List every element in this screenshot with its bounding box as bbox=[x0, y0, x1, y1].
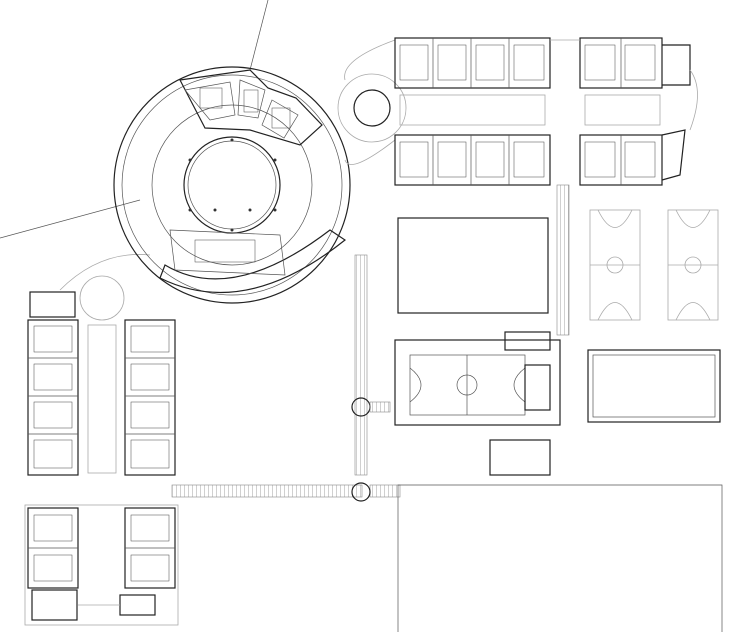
southwest-classroom-block bbox=[24, 504, 179, 626]
northeast-classroom-wing bbox=[394, 37, 698, 186]
basketball-court-1 bbox=[589, 209, 641, 321]
sports-fields bbox=[397, 209, 719, 321]
west-desks bbox=[33, 325, 170, 469]
ne-desks bbox=[399, 44, 656, 178]
west-classroom-wing bbox=[27, 291, 176, 476]
corridor-connectors bbox=[79, 39, 407, 321]
gymnasium bbox=[394, 331, 561, 476]
swimming-pool bbox=[587, 349, 721, 423]
circle-seating bbox=[194, 87, 291, 263]
basketball-court-2 bbox=[667, 209, 719, 321]
circular-classroom-building bbox=[113, 66, 351, 304]
column-dots bbox=[188, 138, 277, 232]
covered-walkways bbox=[171, 184, 570, 502]
site-access-lines bbox=[0, 0, 269, 291]
open-site-area bbox=[397, 484, 723, 632]
